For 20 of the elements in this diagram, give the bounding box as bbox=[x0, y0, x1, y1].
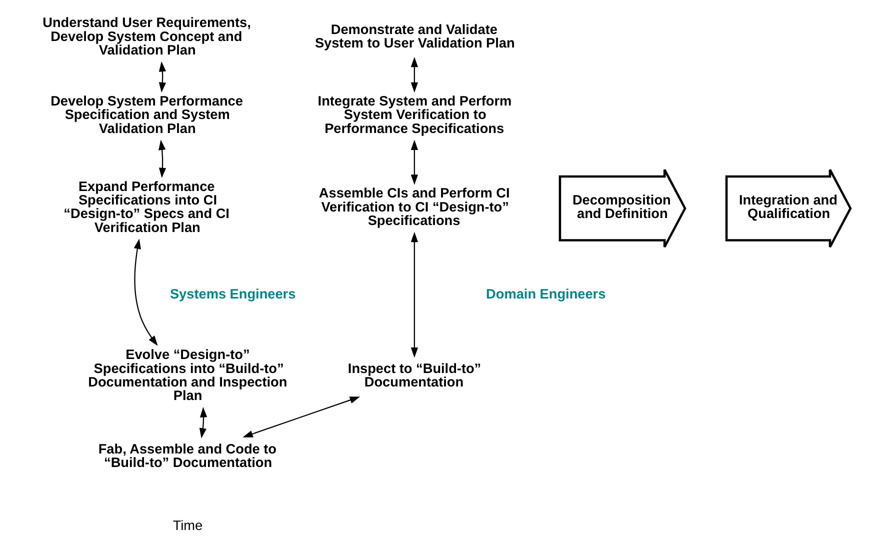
node-text: Fab, Assemble and Code to “Build-to” Documentation bbox=[98, 442, 276, 470]
node-text: Integrate System and Perform System Verification to Performance Specifications bbox=[317, 94, 512, 136]
node-text: Assemble CIs and Perform CI Verification to CI “Design-to” Specifications bbox=[318, 186, 510, 228]
node-text: Demonstrate and Validate System to User Validation Plan bbox=[314, 22, 514, 51]
node-text: Inspect to “Build-to” Documentation bbox=[347, 360, 481, 390]
label: Domain Engineers bbox=[486, 286, 606, 302]
node-text: Evolve “Design-to” Specifications into “Build-to” Documentation and Inspection Plan bbox=[88, 347, 287, 404]
arrow bbox=[410, 56, 418, 93]
label: Systems Engineers bbox=[169, 286, 296, 302]
arrow bbox=[410, 232, 418, 358]
arrow bbox=[158, 61, 166, 93]
arrow bbox=[198, 407, 207, 438]
node-text: Understand User Requirements, Develop System Concept and Validation Plan bbox=[42, 15, 250, 58]
label: Time bbox=[172, 518, 202, 534]
arrow bbox=[410, 140, 418, 185]
node-text: Expand Performance Specifications into CI “Design-to” Specs and CI Verification Plan bbox=[63, 178, 229, 235]
arrow bbox=[158, 140, 166, 178]
arrow bbox=[242, 396, 360, 438]
arrow bbox=[133, 238, 158, 346]
node-text: Develop System Performance Specification and System Validation Plan bbox=[50, 94, 242, 136]
